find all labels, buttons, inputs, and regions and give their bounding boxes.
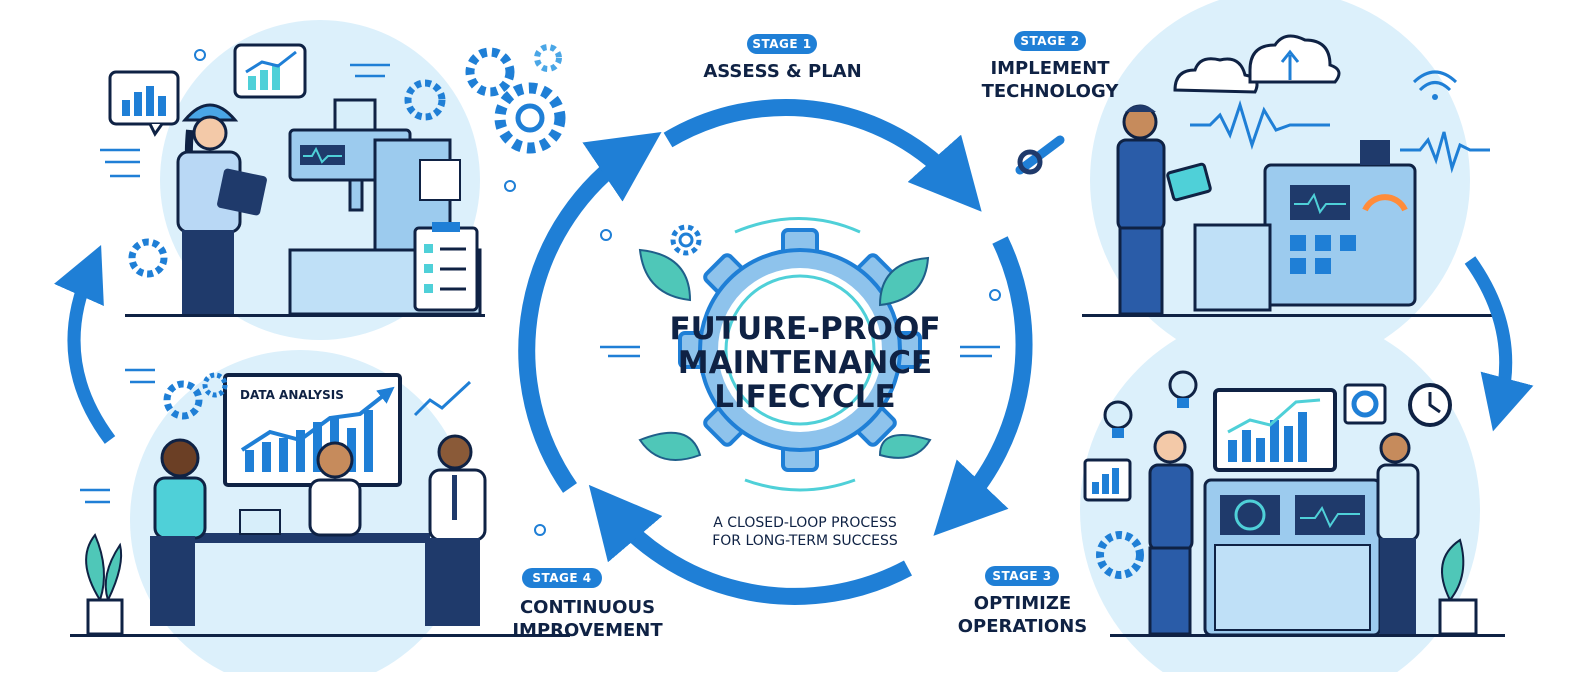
center-title-line2: MAINTENANCE: [677, 345, 933, 381]
center-subtitle-line1: A CLOSED-LOOP PROCESS: [713, 515, 897, 531]
center-subtitle: A CLOSED-LOOP PROCESS FOR LONG-TERM SUCC…: [580, 514, 1030, 550]
stage-2-title-line1: IMPLEMENT: [990, 58, 1110, 79]
stage-3-title-line2: OPERATIONS: [957, 616, 1088, 637]
arrow-outer-right: [1464, 256, 1534, 432]
center-title-line1: FUTURE-PROOF: [669, 311, 941, 347]
stage-4-title-line1: CONTINUOUS: [519, 597, 656, 618]
arrow-stage2-to-stage3: [933, 236, 1033, 536]
scene-implement-technology: [1015, 34, 1490, 316]
stage-3-title: OPTIMIZE OPERATIONS: [910, 592, 1135, 638]
scene-assess-plan: [100, 43, 566, 316]
stage-2-title-line2: TECHNOLOGY: [981, 81, 1119, 102]
scene-optimize-operations: [1083, 370, 1478, 637]
arrow-outer-left: [53, 245, 116, 444]
arrow-stage4-to-stage1: [518, 131, 662, 493]
stage-2-title: IMPLEMENT TECHNOLOGY: [940, 57, 1160, 103]
cycle-arrows: [53, 99, 1534, 605]
stage-1-title: ASSESS & PLAN: [680, 60, 885, 83]
central-gear: [600, 217, 1001, 492]
stage-1-title-line1: ASSESS & PLAN: [703, 61, 862, 82]
stage-4-badge: STAGE 4: [522, 568, 602, 588]
stage-4-title: CONTINUOUS IMPROVEMENT: [480, 596, 695, 642]
arrow-stage1-to-stage2: [663, 99, 982, 212]
stage-1-badge: STAGE 1: [747, 34, 817, 54]
stage-2-badge: STAGE 2: [1014, 31, 1086, 51]
stage-3-title-line1: OPTIMIZE: [973, 593, 1072, 614]
center-title-line3: LIFECYCLE: [714, 379, 896, 415]
center-title: FUTURE-PROOF MAINTENANCE LIFECYCLE: [580, 312, 1030, 414]
scene-continuous-improvement: [80, 368, 546, 636]
center-subtitle-line2: FOR LONG-TERM SUCCESS: [712, 533, 898, 549]
arrow-stage3-to-stage4: [588, 484, 913, 605]
data-analysis-label: DATA ANALYSIS: [240, 388, 344, 402]
stage-4-title-line2: IMPROVEMENT: [512, 620, 663, 641]
stage-3-badge: STAGE 3: [985, 566, 1059, 586]
